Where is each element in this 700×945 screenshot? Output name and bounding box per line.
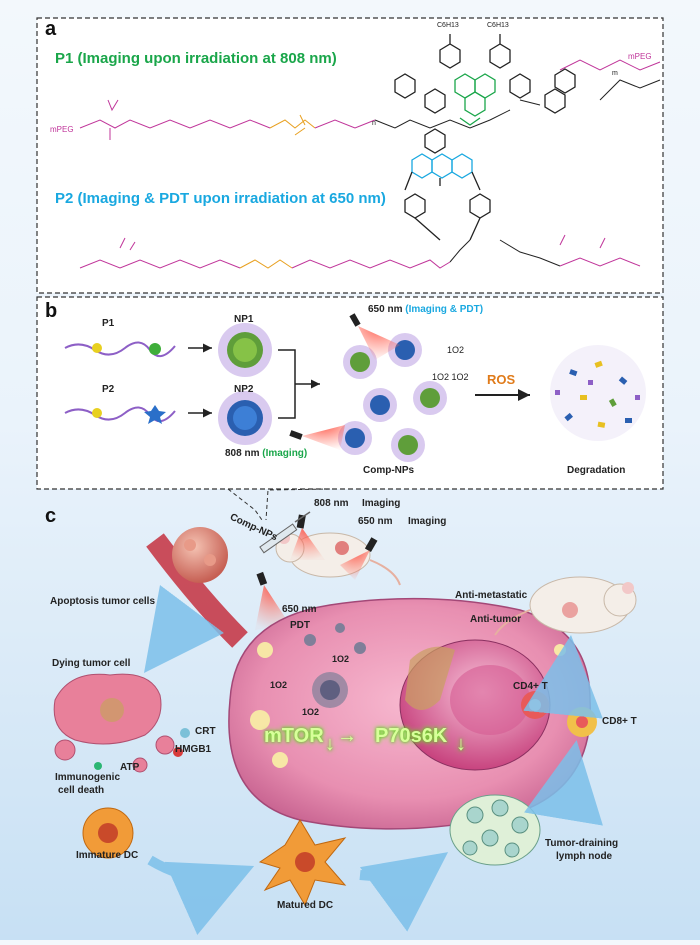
c-singlet-oxygen-a: 1O2 bbox=[332, 654, 350, 664]
dying-cell-label: Dying tumor cell bbox=[52, 658, 131, 669]
p2-bodipy-core bbox=[404, 128, 491, 241]
c-808-nm: 808 nm bbox=[314, 498, 349, 509]
atp-label: ATP bbox=[120, 762, 140, 773]
mtor-label: mTOR bbox=[264, 725, 324, 747]
p2-polymer-structure bbox=[79, 234, 641, 269]
b-combine-bracket bbox=[278, 349, 320, 419]
laser-650-b-purpose: (Imaging & PDT) bbox=[405, 304, 484, 315]
p1-mpeg-right: mPEG bbox=[628, 52, 652, 61]
dying-tumor-cell bbox=[53, 673, 190, 773]
c-650-nm: 650 nm bbox=[358, 516, 393, 527]
laser-808-b-nm: 808 nm bbox=[225, 448, 263, 459]
comp-nps-cluster bbox=[338, 333, 447, 462]
laser-650-b-nm: 650 nm bbox=[368, 304, 406, 315]
tumor-blood-vessel bbox=[146, 527, 248, 648]
singlet-oxygen-1: 1O2 bbox=[447, 345, 465, 355]
lymph-node bbox=[449, 794, 541, 866]
mtor-to-p70s6k-arrow: → bbox=[337, 725, 357, 747]
apoptosis-label: Apoptosis tumor cells bbox=[50, 596, 156, 607]
panel-a-box bbox=[36, 17, 664, 294]
b-p2-label: P2 bbox=[102, 384, 115, 395]
p2-title: P2 (Imaging & PDT upon irradiation at 65… bbox=[55, 190, 386, 207]
matured-dc-label: Matured DC bbox=[277, 900, 334, 911]
c-singlet-oxygen-c: 1O2 bbox=[302, 707, 320, 717]
m-subscript: m bbox=[612, 70, 618, 77]
laser-808-b-purpose: (Imaging) bbox=[262, 448, 308, 459]
icd-label-2: cell death bbox=[58, 785, 105, 796]
b-p1-polymer bbox=[64, 341, 176, 357]
c6h13-label-b: C6H13 bbox=[487, 22, 509, 29]
singlet-oxygen-2: 1O2 1O2 bbox=[432, 372, 469, 382]
crt-label: CRT bbox=[195, 726, 216, 737]
b-p2-polymer bbox=[64, 405, 176, 424]
immune-cycle-arrows bbox=[143, 585, 603, 935]
comp-nps-label: Comp-NPs bbox=[363, 465, 415, 476]
panel-a-label: a bbox=[45, 18, 57, 40]
ros-label: ROS bbox=[487, 372, 516, 387]
p1-aromatic-core bbox=[394, 34, 576, 126]
laser-808-b-label: 808 nm (Imaging) bbox=[225, 448, 307, 459]
b-p1-label: P1 bbox=[102, 318, 115, 329]
icd-label-1: Immunogenic bbox=[55, 772, 121, 783]
p1-title: P1 (Imaging upon irradiation at 808 nm) bbox=[55, 50, 337, 67]
laser-650-pdt bbox=[255, 571, 290, 630]
anti-tumor-label: Anti-tumor bbox=[470, 614, 522, 625]
cd4-t-cell bbox=[521, 691, 549, 719]
np2-label: NP2 bbox=[234, 384, 254, 395]
p1-mpeg-left: mPEG bbox=[50, 125, 74, 134]
c-808-imaging: Imaging bbox=[362, 498, 401, 509]
laser-650-b-label: 650 nm (Imaging & PDT) bbox=[368, 304, 483, 315]
lymph-label-1: Tumor-draining bbox=[545, 838, 619, 849]
laser-650-c bbox=[340, 537, 378, 580]
c6h13-label-a: C6H13 bbox=[437, 22, 459, 29]
np1-label: NP1 bbox=[234, 314, 254, 325]
np2-particle bbox=[218, 391, 272, 445]
laser-650-b bbox=[349, 313, 400, 360]
c-650-imaging: Imaging bbox=[408, 516, 447, 527]
mouse-cured bbox=[494, 576, 637, 636]
p70s6k-label: P70s6K bbox=[375, 725, 448, 747]
cd4-label: CD4+ T bbox=[513, 681, 548, 692]
cd8-t-cell bbox=[567, 707, 597, 737]
mtor-down-arrow: ↓ bbox=[325, 733, 335, 755]
degradation-label: Degradation bbox=[567, 465, 626, 476]
np1-particle bbox=[218, 323, 272, 377]
syringe bbox=[259, 511, 311, 554]
laser-808-c bbox=[290, 514, 325, 560]
n-subscript: n bbox=[372, 120, 376, 127]
p1-polymer-structure bbox=[79, 59, 661, 140]
matured-dc bbox=[258, 819, 347, 907]
panel-b-label: b bbox=[45, 300, 58, 322]
p70s6k-down-arrow: ↓ bbox=[456, 733, 466, 755]
degradation-debris bbox=[550, 345, 646, 441]
panel-c-label: c bbox=[45, 505, 57, 527]
b-to-c-connector-left bbox=[227, 488, 263, 521]
c-singlet-oxygen-b: 1O2 bbox=[270, 680, 288, 690]
cd8-label: CD8+ T bbox=[602, 716, 637, 727]
lymph-label-2: lymph node bbox=[556, 851, 613, 862]
hmgb1-label: HMGB1 bbox=[175, 744, 212, 755]
pdt-nm: 650 nm bbox=[282, 604, 317, 615]
pdt-label: PDT bbox=[290, 620, 310, 631]
anti-metastatic-label: Anti-metastatic bbox=[455, 590, 528, 601]
laser-808-b bbox=[289, 425, 345, 450]
immature-dc bbox=[82, 807, 134, 859]
immature-dc-label: Immature DC bbox=[76, 850, 139, 861]
